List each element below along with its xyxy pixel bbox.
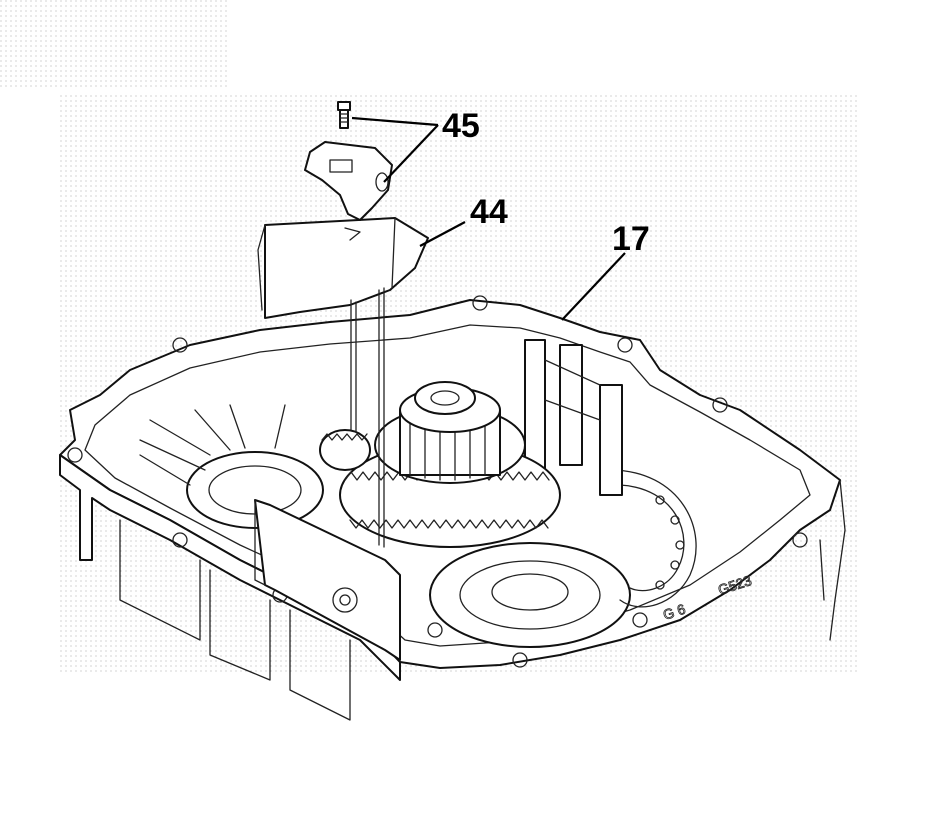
housing-marking-1: G 6 <box>661 601 688 623</box>
leader-17 <box>561 252 626 321</box>
callout-45: 45 <box>442 107 480 145</box>
part-45-bolt <box>337 101 351 129</box>
leader-44 <box>419 221 466 247</box>
part-44-baffle-plate <box>257 217 429 319</box>
right-bearing-bore <box>429 542 631 648</box>
transmission-housing: G 6 G523 <box>59 295 846 721</box>
alignment-rods <box>350 287 385 548</box>
part-45-bracket <box>304 141 393 221</box>
callout-17: 17 <box>612 220 650 258</box>
front-mounting-block <box>254 499 401 661</box>
gear-cluster <box>339 381 561 548</box>
leader-45-bolt <box>351 116 439 127</box>
leader-lines <box>351 116 626 321</box>
leader-45-bracket <box>383 124 439 183</box>
ring-gear-right <box>609 469 697 608</box>
pinion-gear <box>319 429 371 471</box>
callout-44: 44 <box>470 193 508 231</box>
callouts: 45 44 17 <box>442 107 650 258</box>
